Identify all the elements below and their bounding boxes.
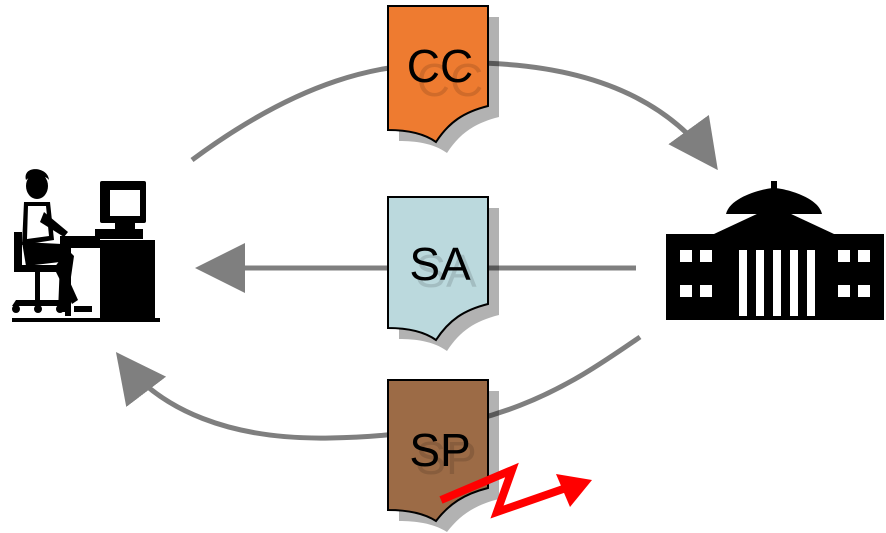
document-middle-label-shadow: SA (415, 245, 477, 297)
document-bottom-body (387, 379, 489, 523)
document-middle: SA SA (387, 196, 499, 351)
document-top-label-shadow: CC (417, 54, 483, 106)
document-top-body (387, 5, 489, 144)
arrow-institution-to-person-bottom (115, 334, 642, 441)
document-top: CC CC (387, 5, 499, 153)
institution-building-icon (666, 181, 884, 320)
document-bottom-label: SP (409, 424, 470, 476)
document-bottom-label-shadow: SP (415, 432, 476, 484)
document-middle-body (387, 196, 489, 342)
person-at-computer-icon (12, 169, 160, 322)
document-top-label: CC (407, 40, 473, 92)
lightning-arrow-icon (439, 462, 592, 519)
document-bottom: SP SP (387, 379, 499, 532)
document-middle-label: SA (409, 238, 471, 290)
